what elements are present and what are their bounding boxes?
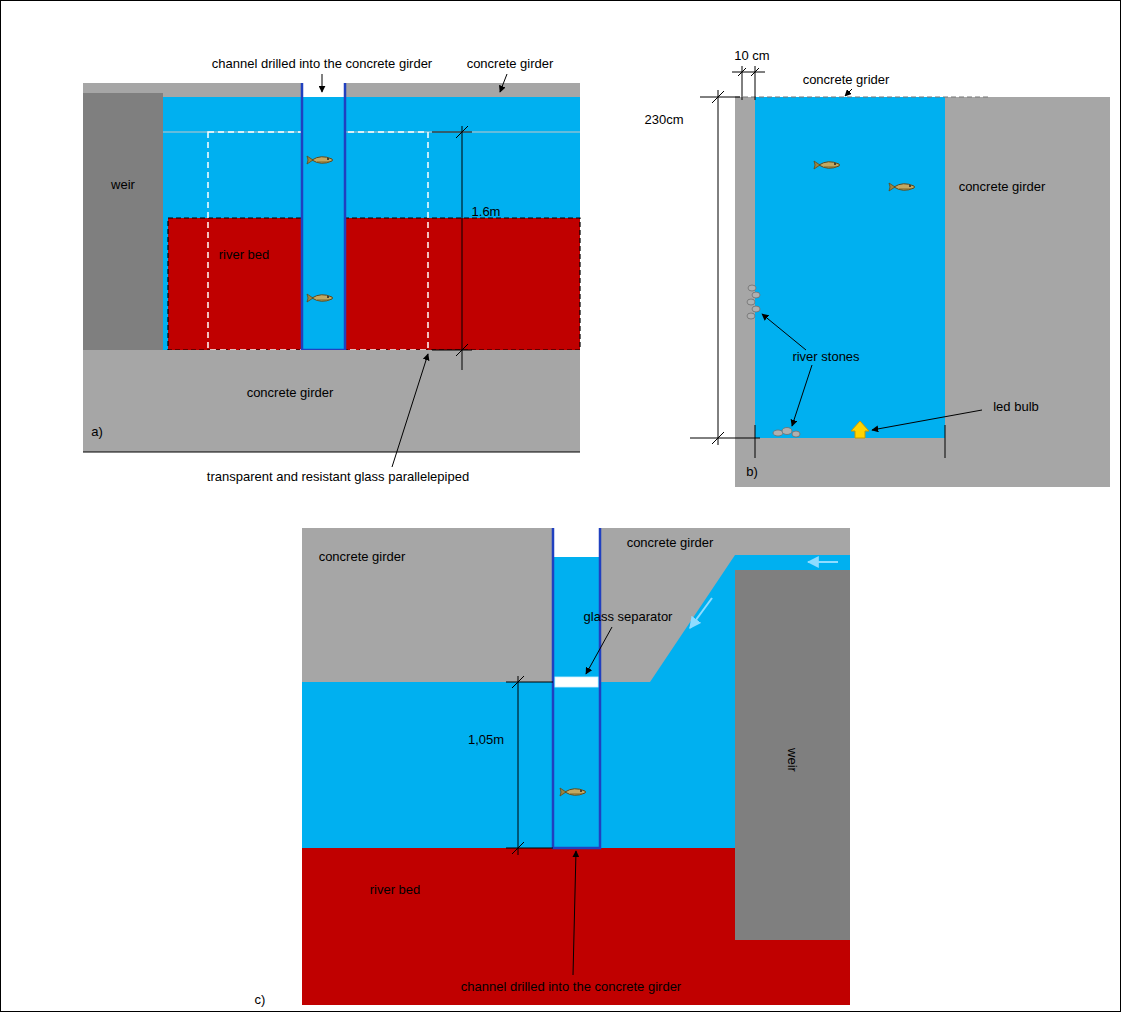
part-label: concrete girder bbox=[247, 386, 334, 400]
part-label: transparent and resistant glass parallel… bbox=[207, 470, 469, 484]
panel-letter: b) bbox=[746, 465, 758, 479]
dimension-label: 230cm bbox=[644, 113, 683, 127]
dimension-label: 10 cm bbox=[734, 49, 769, 63]
part-label: river stones bbox=[792, 350, 859, 364]
region-label: weir bbox=[111, 178, 135, 192]
panel-letter: a) bbox=[91, 425, 103, 439]
part-label: glass separator bbox=[584, 610, 673, 624]
water-channel bbox=[755, 97, 945, 438]
region-label: river bed bbox=[370, 883, 421, 897]
channel bbox=[553, 528, 600, 848]
part-label: concrete grider bbox=[803, 73, 890, 87]
weir-region: weir bbox=[83, 93, 163, 350]
weir-wall bbox=[83, 93, 163, 350]
dimension-label: 1.6m bbox=[472, 205, 501, 219]
panel-c bbox=[302, 528, 850, 1005]
weir-region: weir bbox=[735, 570, 850, 940]
region-label: river bed bbox=[219, 248, 270, 262]
panel-a bbox=[83, 74, 580, 467]
river-bed bbox=[168, 218, 580, 350]
part-label: led bulb bbox=[993, 400, 1039, 414]
region-label: weir bbox=[785, 748, 799, 772]
part-label: channel drilled into the concrete girder bbox=[212, 57, 432, 71]
dimension-label: 1,05m bbox=[468, 733, 504, 747]
part-label: concrete girder bbox=[627, 536, 714, 550]
part-label: concrete girder bbox=[467, 57, 554, 71]
part-label: concrete girder bbox=[319, 550, 406, 564]
panel-letter: c) bbox=[255, 993, 266, 1007]
part-label: concrete girder bbox=[959, 180, 1046, 194]
river-stones bbox=[747, 285, 800, 437]
glass-separator bbox=[555, 677, 598, 687]
weir-wall bbox=[735, 570, 850, 940]
led-bulb bbox=[851, 421, 869, 438]
part-label: channel drilled into the concrete girder bbox=[461, 980, 681, 994]
river-bed-region: river bed bbox=[168, 218, 580, 350]
panel-b bbox=[690, 66, 1110, 487]
channel bbox=[302, 83, 345, 350]
